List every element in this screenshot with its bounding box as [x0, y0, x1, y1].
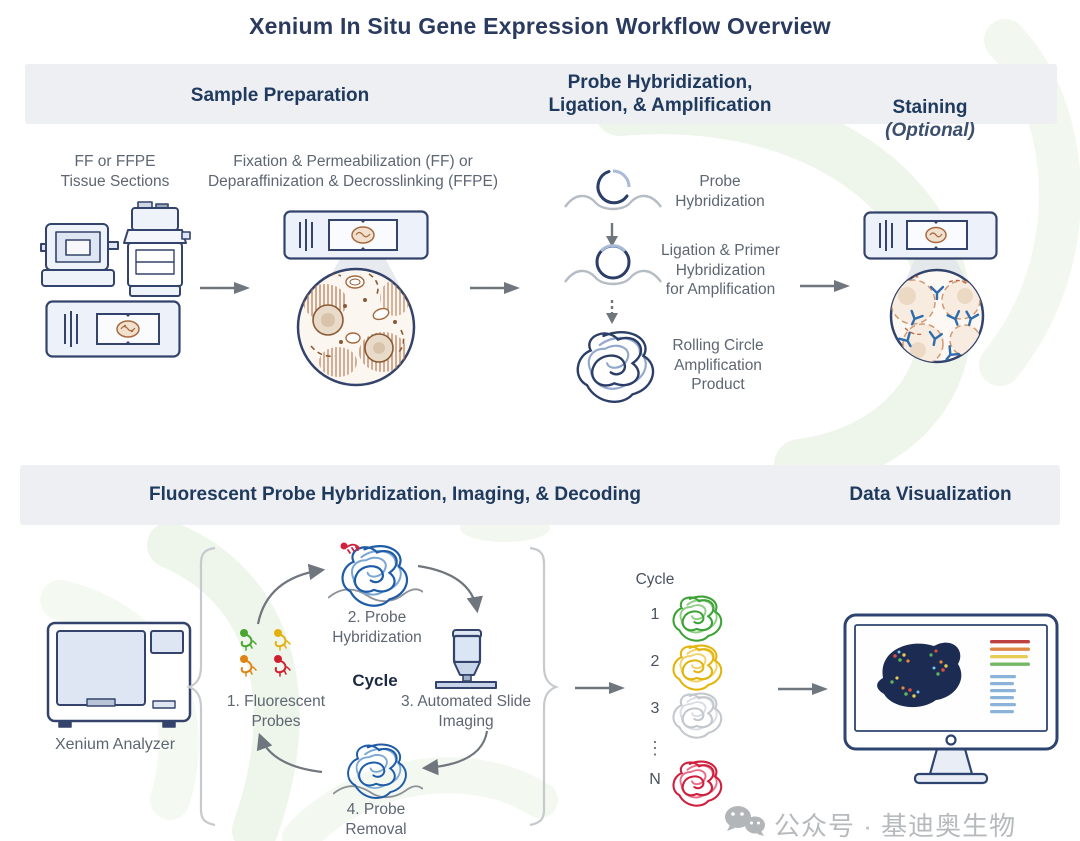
cycle-row-n-tangle-icon: [672, 760, 723, 807]
lab-instruments-icon: [40, 201, 191, 297]
label-step1-fluorescent-probes: 1. Fluorescent Probes: [226, 693, 326, 730]
arrow-right-icon: [575, 682, 625, 694]
cycle-row-1-label: 1: [650, 606, 660, 623]
cycle-row-2-label: 2: [650, 653, 660, 670]
cycle-row-n-label: N: [649, 771, 661, 788]
label-step4-probe-removal: 4. Probe Removal: [345, 801, 407, 838]
microscope-objective-icon: [435, 629, 497, 689]
probe-hybridization-tangle-icon: [328, 542, 423, 607]
page-title: Xenium In Situ Gene Expression Workflow …: [249, 13, 831, 39]
tissue-slide-icon: [45, 300, 181, 358]
cycle-row-3-label: 3: [650, 700, 660, 717]
label-tissue-input: FF or FFPE Tissue Sections: [60, 153, 170, 190]
cycle-row-2-tangle-icon: [672, 644, 723, 691]
probe-hybridization-icon: [564, 169, 662, 211]
data-visualization-monitor-icon: [843, 613, 1059, 785]
cycle-row-1-tangle-icon: [672, 595, 723, 642]
label-fixation: Fixation & Permeabilization (FF) or Depa…: [207, 153, 499, 190]
cycle-center-label: Cycle: [352, 671, 398, 690]
header-staining: Staining (Optional): [830, 73, 1030, 166]
probe-removal-tangle-icon: [333, 743, 423, 799]
arrow-right-icon: [800, 280, 850, 292]
fixation-slide-magnifier-icon: [283, 210, 429, 387]
arrow-right-icon: [470, 282, 520, 294]
top-header-band: [25, 64, 1057, 124]
header-fluorescent-decoding: Fluorescent Probe Hybridization, Imaging…: [149, 484, 641, 505]
cycle-row-3-tangle-icon: [672, 692, 723, 739]
label-step2-probe-hybridization: 2. Probe Hybridization: [332, 609, 422, 646]
xenium-analyzer-icon: [46, 621, 192, 728]
arrow-right-icon: [200, 282, 250, 294]
rca-product-icon: [576, 330, 655, 403]
header-data-visualization: Data Visualization: [849, 484, 1012, 505]
header-staining-optional: (Optional): [885, 120, 975, 142]
watermark-text: 公众号 · 基迪奥生物: [774, 811, 1017, 841]
header-staining-title: Staining: [892, 97, 968, 119]
header-probe-hybridization: Probe Hybridization, Ligation, & Amplifi…: [548, 72, 772, 117]
arrow-down-icon: [606, 223, 618, 247]
label-step3-automated-imaging: 3. Automated Slide Imaging: [400, 693, 532, 730]
cycle-row-ellipsis: ⋮: [646, 738, 664, 758]
cycle-column-header: Cycle: [635, 571, 675, 588]
wechat-icon: [725, 806, 765, 836]
fluorescent-probes-icon: [240, 629, 291, 677]
label-xenium-analyzer: Xenium Analyzer: [54, 736, 176, 753]
arrow-down-icon: [606, 300, 618, 324]
staining-slide-magnifier-icon: [863, 211, 998, 364]
bottom-header-band: [20, 465, 1060, 525]
label-ligation: Ligation & Primer Hybridization for Ampl…: [661, 242, 780, 299]
label-probe-hybridization: Probe Hybridization: [675, 173, 765, 210]
label-rca-product: Rolling Circle Amplification Product: [672, 337, 764, 394]
arrow-right-icon: [778, 683, 828, 695]
ligation-icon: [564, 244, 662, 286]
header-sample-preparation: Sample Preparation: [190, 85, 370, 106]
cycle-brackets-and-arrows: [185, 546, 560, 827]
